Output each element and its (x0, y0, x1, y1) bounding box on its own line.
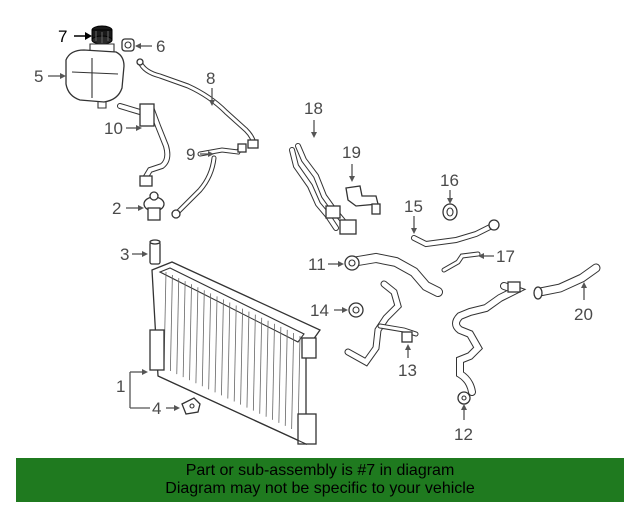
callout-13-leader (405, 344, 411, 358)
callout-7-label[interactable]: 7 (58, 27, 67, 46)
part-20-bypass-hose[interactable] (533, 263, 601, 300)
part-19-sensor-bracket[interactable] (345, 185, 381, 215)
callout-2-leader (126, 205, 144, 211)
callout-17-leader (478, 253, 494, 259)
part-5-expansion-tank[interactable] (65, 43, 125, 109)
callout-1-label[interactable]: 1 (116, 377, 125, 396)
callout-7-leader (74, 32, 92, 40)
callout-12-leader (461, 404, 467, 420)
callout-8-leader (209, 88, 215, 106)
callout-17-label[interactable]: 17 (496, 247, 515, 266)
part-11-upper-hose[interactable] (344, 252, 443, 297)
callout-19-leader (349, 164, 355, 182)
callout-5-label[interactable]: 5 (34, 67, 43, 86)
part-12-heater-hose[interactable] (452, 281, 527, 405)
callout-6-label[interactable]: 6 (156, 37, 165, 56)
banner-line-1: Part or sub-assembly is #7 in diagram (185, 462, 455, 479)
callout-11-leader (328, 261, 344, 267)
part-2-valve[interactable] (143, 191, 165, 221)
part-7-reservoir-cap[interactable] (91, 25, 113, 45)
part-10-bracket-hose[interactable] (117, 103, 171, 187)
part-6-clip[interactable] (121, 38, 135, 52)
part-17-small-pipe[interactable] (441, 251, 481, 273)
callout-5-leader (48, 73, 66, 79)
callout-2-label[interactable]: 2 (112, 199, 121, 218)
info-banner: Part or sub-assembly is #7 in diagram Di… (16, 458, 624, 502)
callout-19-label[interactable]: 19 (342, 143, 361, 162)
callout-8-label[interactable]: 8 (206, 69, 215, 88)
callout-14-leader (334, 307, 348, 313)
part-9-hose[interactable] (171, 143, 247, 219)
part-13-lower-hose[interactable] (344, 280, 419, 367)
callout-9-label[interactable]: 9 (186, 145, 195, 164)
callout-3-leader (132, 251, 148, 257)
radiator-fins (163, 271, 301, 433)
callout-16-label[interactable]: 16 (440, 171, 459, 190)
callout-14-label[interactable]: 14 (310, 301, 329, 320)
banner-line-2: Diagram may not be specific to your vehi… (165, 480, 475, 497)
callout-20-leader (581, 282, 587, 300)
callout-12-label[interactable]: 12 (454, 425, 473, 444)
callout-10-leader (126, 125, 142, 131)
callout-15-label[interactable]: 15 (404, 197, 423, 216)
part-18-twin-hoses[interactable] (289, 143, 357, 235)
callout-20-label[interactable]: 20 (574, 305, 593, 324)
callout-1-leader (129, 369, 150, 409)
callout-16-leader (447, 190, 453, 204)
callout-6-leader (135, 43, 152, 49)
callout-11-label[interactable]: 11 (308, 255, 326, 274)
part-8-long-hose[interactable] (136, 58, 259, 149)
part-15-pipe[interactable] (411, 219, 500, 248)
callout-15-leader (411, 216, 417, 234)
callout-3-label[interactable]: 3 (120, 245, 129, 264)
part-4-bracket[interactable] (181, 397, 201, 415)
callout-18-label[interactable]: 18 (304, 99, 323, 118)
callout-10-label[interactable]: 10 (104, 119, 123, 138)
callout-18-leader (311, 120, 317, 138)
callout-13-label[interactable]: 13 (398, 361, 417, 380)
part-16-grommet[interactable] (442, 203, 458, 221)
part-14-thermostat[interactable] (348, 302, 364, 318)
callout-4-leader (166, 405, 180, 411)
callout-9-leader (200, 151, 214, 157)
part-3-sleeve[interactable] (149, 239, 161, 265)
part-1-radiator[interactable] (149, 261, 321, 446)
callout-4-label[interactable]: 4 (152, 399, 161, 418)
